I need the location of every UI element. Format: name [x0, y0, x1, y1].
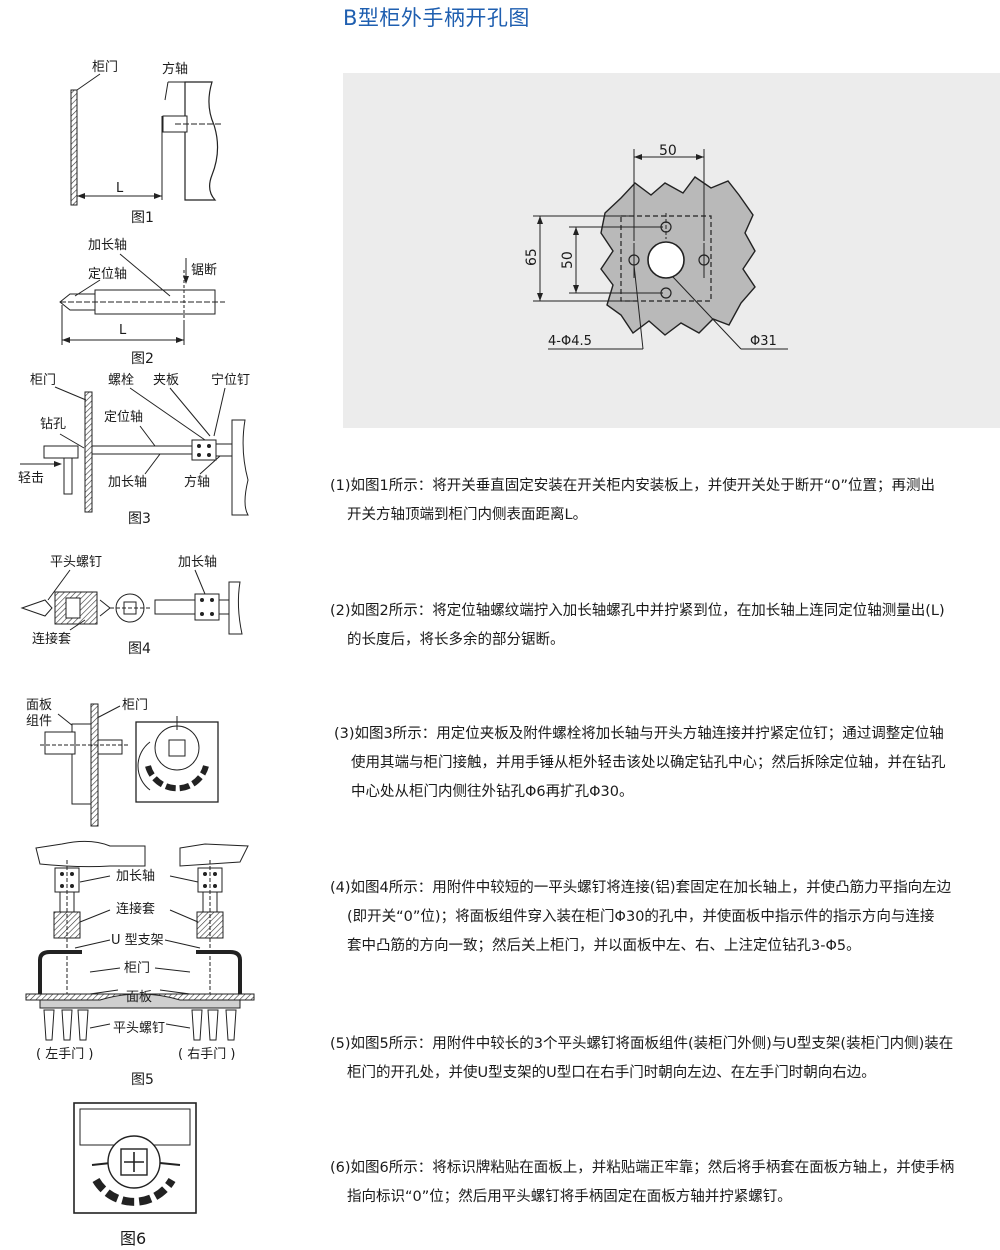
step-1-line2: 开关方轴顶端到柜门内侧表面距离L。 — [347, 507, 588, 523]
fig5b-screw: 平头螺钉 — [113, 1021, 165, 1036]
step-6-line2: 指向标识“0”位；然后用平头螺钉将手柄固定在面板方轴并拧紧螺钉。 — [347, 1189, 792, 1205]
step-4: (4)如图4所示：用附件中较短的一平头螺钉将连接(铝)套固定在加长轴上，并使凸筋… — [330, 874, 1000, 961]
fig4-sleeve: 连接套 — [32, 631, 71, 647]
holes-label: 4-Φ4.5 — [548, 334, 592, 349]
fig1-dim: L — [116, 181, 124, 196]
hole-drawing-panel: 50 65 50 4-Φ4.5 Φ31 — [343, 73, 1000, 428]
fig5b: 加长轴 连接套 U 型支架 柜门 面板 平头螺钉 ( 左手门 ) ( — [25, 840, 255, 1088]
fig5b-ubr: U 型支架 — [111, 933, 164, 948]
fig3-pin: 宁位钉 — [211, 372, 250, 388]
center-label: Φ31 — [750, 334, 777, 349]
fig2-saw: 锯断 — [191, 263, 217, 278]
step-6: (6)如图6所示：将标识牌粘贴在面板上，并粘贴端正牢靠；然后将手柄套在面板方轴上… — [330, 1154, 1000, 1212]
step-2-line2: 的长度后，将长多余的部分锯断。 — [347, 632, 565, 648]
step-1: (1)如图1所示：将开关垂直固定安装在开关柜内安装板上，并使开关处于断开“0”位… — [330, 472, 1000, 530]
fig3-pos: 定位轴 — [104, 410, 143, 425]
fig5a-panel-l2: 组件 — [26, 714, 52, 729]
fig5a-door: 柜门 — [122, 698, 148, 713]
fig4-screw: 平头螺钉 — [50, 555, 102, 570]
fig3-knock: 轻击 — [18, 471, 44, 486]
step-1-line1: (1)如图1所示：将开关垂直固定安装在开关柜内安装板上，并使开关处于断开“0”位… — [330, 478, 936, 494]
fig5b-sleeve: 连接套 — [116, 901, 155, 917]
step-3: (3)如图3所示：用定位夹板及附件螺栓将加长轴与开头方轴连接并拧紧定位钉；通过调… — [334, 720, 1000, 807]
fig2-caption: 图2 — [131, 351, 154, 367]
fig1: 柜门 方轴 L 图1 — [70, 60, 222, 226]
step-2: (2)如图2所示：将定位轴螺纹端拧入加长轴螺孔中并拧紧到位，在加长轴上连同定位轴… — [330, 597, 1000, 655]
fig3-ext: 加长轴 — [108, 475, 147, 490]
step-2-line1: (2)如图2所示：将定位轴螺纹端拧入加长轴螺孔中并拧紧到位，在加长轴上连同定位轴… — [330, 603, 945, 619]
dim-outer-label: 65 — [524, 248, 540, 266]
dim-inner-label: 50 — [560, 251, 576, 269]
fig1-shaft: 方轴 — [162, 61, 188, 77]
fig3-drill: 钻孔 — [40, 417, 66, 432]
fig2-dim: L — [119, 323, 127, 338]
fig1-caption: 图1 — [131, 210, 154, 226]
fig5a: 面板 组件 柜门 — [26, 698, 219, 827]
step-6-line1: (6)如图6所示：将标识牌粘贴在面板上，并粘贴端正牢靠；然后将手柄套在面板方轴上… — [330, 1160, 955, 1176]
fig1-door: 柜门 — [92, 60, 118, 75]
fig5b-ext: 加长轴 — [116, 869, 155, 884]
fig5b-left: ( 左手门 ) — [36, 1047, 93, 1062]
step-3-line3: 中心处从柜门内侧往外钻孔Φ6再扩孔Φ30。 — [351, 784, 634, 800]
fig5b-right: ( 右手门 ) — [178, 1047, 235, 1062]
step-5: (5)如图5所示：用附件中较长的3个平头螺钉将面板组件(装柜门外侧)与U型支架(… — [330, 1030, 1000, 1088]
step-3-line2: 使用其端与柜门接触，并用手锤从柜外轻击该处以确定钻孔中心；然后拆除定位轴，并在钻… — [351, 755, 946, 771]
fig4: 平头螺钉 连接套 加长轴 图4 — [20, 555, 243, 657]
step-3-line1: (3)如图3所示：用定位夹板及附件螺栓将加长轴与开头方轴连接并拧紧定位钉；通过调… — [334, 726, 944, 742]
fig2: 锯断 加长轴 定位轴 L 图2 — [59, 238, 225, 367]
fig2-ext: 加长轴 — [88, 238, 127, 253]
page-title: B型柜外手柄开孔图 — [343, 6, 530, 30]
fig3-door: 柜门 — [30, 373, 56, 388]
center-hole — [647, 241, 685, 279]
fig4-ext: 加长轴 — [178, 555, 217, 570]
step-5-line2: 柜门的开孔处，并使U型支架的U型口在右手门时朝向左边、在左手门时朝向右边。 — [347, 1065, 876, 1081]
step-5-line1: (5)如图5所示：用附件中较长的3个平头螺钉将面板组件(装柜门外侧)与U型支架(… — [330, 1036, 954, 1052]
fig3-shaft: 方轴 — [184, 474, 210, 490]
fig6-caption: 图6 — [120, 1229, 146, 1248]
fig2-pos: 定位轴 — [88, 267, 127, 282]
fig4-caption: 图4 — [128, 641, 151, 657]
fig3-caption: 图3 — [128, 511, 151, 527]
fig6: 图6 — [73, 1102, 197, 1248]
fig3: 柜门 螺栓 夹板 宁位钉 定位轴 钻孔 轻击 加长轴 方轴 图3 — [18, 372, 250, 527]
step-4-line2: (即开关“0”位)；将面板组件穿入装在柜门Φ30的孔中，并使面板中指示件的指示方… — [347, 909, 935, 925]
fig3-clamp: 夹板 — [153, 373, 179, 388]
hole-drawing: 50 65 50 4-Φ4.5 Φ31 — [524, 143, 788, 350]
fig5b-caption: 图5 — [131, 1072, 154, 1088]
illustrations-column: 柜门 方轴 L 图1 锯断 加长轴 定位轴 L 图2 柜门 — [18, 60, 255, 1248]
fig5b-panel: 面板 — [126, 990, 152, 1005]
step-4-line3: 套中凸筋的方向一致；然后关上柜门，并以面板中左、右、上注定位钻孔3-Φ5。 — [347, 938, 861, 954]
fig5a-panel-l1: 面板 — [26, 698, 52, 713]
dim-top-label: 50 — [659, 143, 677, 159]
fig5b-door: 柜门 — [124, 961, 150, 976]
fig3-bolt: 螺栓 — [108, 373, 134, 388]
step-4-line1: (4)如图4所示：用附件中较短的一平头螺钉将连接(铝)套固定在加长轴上，并使凸筋… — [330, 880, 952, 896]
